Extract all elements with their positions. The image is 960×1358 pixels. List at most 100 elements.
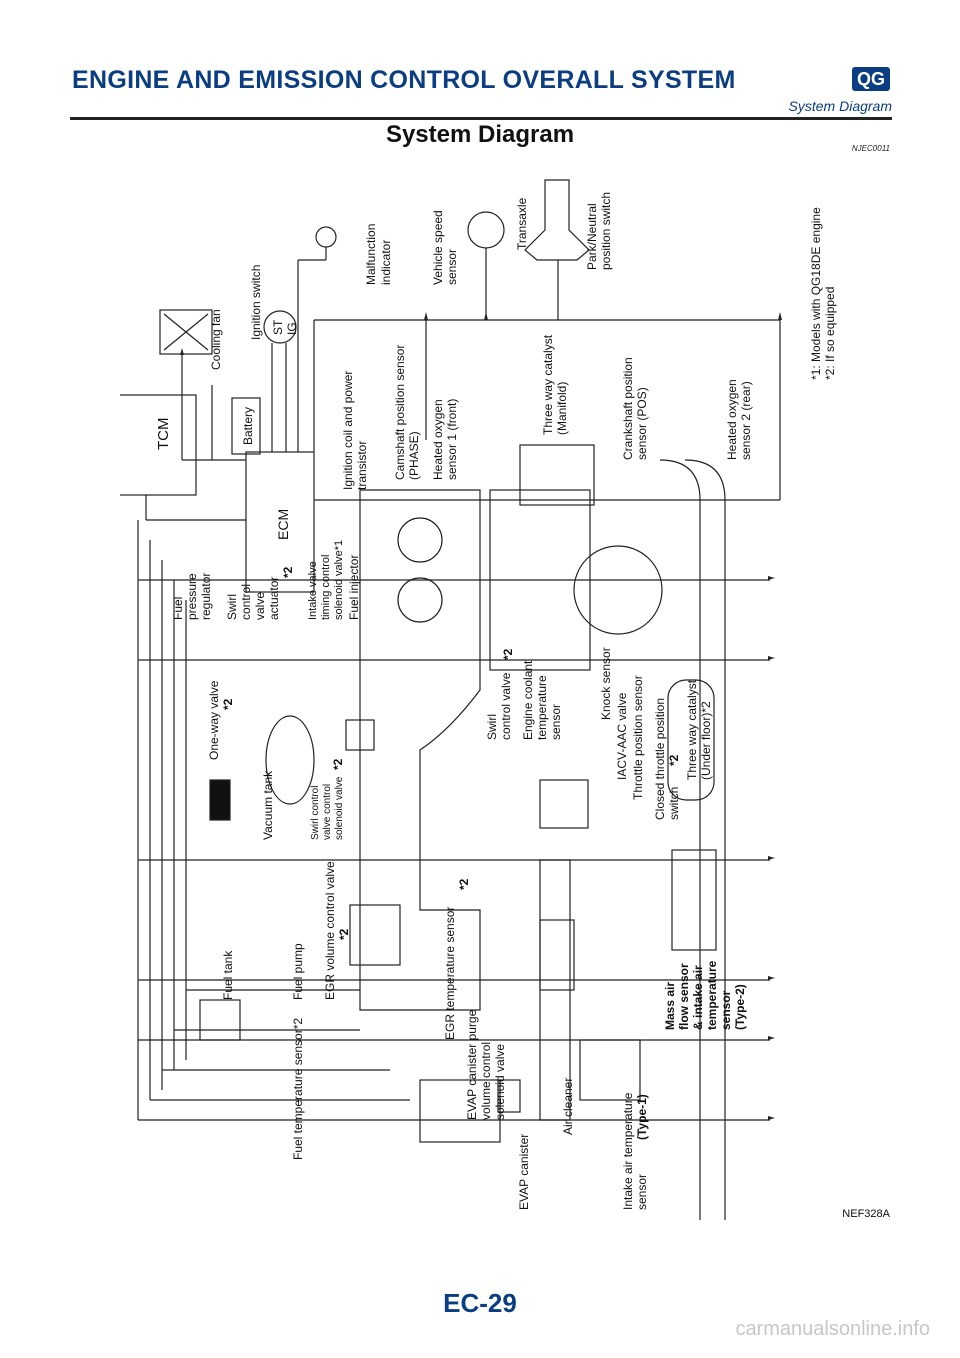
iacv-label: IACV-AAC valve (615, 692, 629, 780)
intake-air-temp-type: (Type-1) (635, 1094, 649, 1140)
one-way-valve-symbol (209, 779, 231, 821)
ig-label: IG (285, 322, 299, 335)
swirl-actuator-label-3: valve (253, 592, 267, 620)
fuel-pump-label: Fuel pump (291, 943, 305, 1000)
exhaust-pipe (659, 459, 701, 1260)
vehicle-speed-sensor-symbol (467, 211, 505, 249)
cooling-fan-label: Cooling fan (209, 309, 223, 370)
park-neutral-label-1: Park/Neutral (585, 203, 599, 270)
twc-underfloor-label-1: Three way catalyst (685, 679, 699, 780)
closed-throttle-label-2: switch (667, 787, 681, 820)
camshaft-label-2: (PHASE) (407, 431, 421, 480)
evap-purge-label-3: solenoid valve (493, 1044, 507, 1120)
camshaft-label-1: Camshaft position sensor (393, 345, 407, 480)
system-diagram-svg: TCM ECM Battery Cooling fan Ignition swi… (111, 179, 837, 1260)
twc-underfloor-label-2: (Under floor)*2 (699, 701, 713, 780)
ecm-box (245, 451, 315, 593)
swirl-solenoid-note: *2 (331, 758, 345, 770)
vacuum-tank-label: Vacuum tank (261, 770, 275, 840)
engine-code-badge: QG (852, 67, 890, 91)
swirl-solenoid-label-3: solenoid valve (334, 776, 345, 840)
evap-canister-label: EVAP canister (517, 1134, 531, 1210)
header-subtitle: System Diagram (788, 98, 892, 114)
tcm-label: TCM (155, 418, 172, 451)
ivt-label-2: timing control (320, 555, 332, 620)
crankshaft-pulley (573, 545, 663, 635)
st-label: ST (271, 319, 285, 335)
ivt-label-1: Intake valve (307, 561, 319, 620)
fuel-regulator-label-3: regulator (199, 573, 213, 620)
system-diagram: TCM ECM Battery Cooling fan Ignition swi… (111, 160, 900, 1260)
swirl-valve-label-1: Swirl (485, 714, 499, 740)
egr-temp-label: EGR temperature sensor (443, 907, 457, 1040)
maf-label-6: (Type-2) (733, 984, 747, 1030)
page-number: EC-29 (443, 1288, 517, 1318)
footnote-1: *1: Models with QG18DE engine (809, 207, 823, 380)
header-rule (70, 117, 892, 120)
knock-sensor-label: Knock sensor (599, 647, 613, 720)
twc-manifold-label-1: Three way catalyst (541, 334, 555, 435)
ignition-switch-symbol (263, 310, 297, 344)
swirl-solenoid-label-1: Swirl control (310, 786, 321, 840)
three-way-catalyst-underfloor (667, 679, 715, 801)
coolant-label-1: Engine coolant (521, 660, 535, 740)
malfunction-indicator-label-2: indicator (379, 240, 393, 285)
throttle-position-label: Throttle position sensor (631, 675, 645, 800)
evap-canister-box (419, 1079, 501, 1143)
swirl-actuator-label-5: *2 (281, 566, 295, 578)
vehicle-speed-label-2: sensor (445, 249, 459, 285)
malfunction-indicator-label-1: Malfunction (364, 224, 378, 285)
heated-o2-rear-label-1: Heated oxygen (725, 379, 739, 460)
twc-manifold-label-2: (Manifold) (555, 382, 569, 435)
ecm-label: ECM (275, 509, 291, 540)
ivt-label-3: solenoid valve*1 (333, 540, 345, 620)
iacv-aac-valve (539, 779, 589, 829)
battery-label: Battery (241, 407, 255, 445)
ignition-switch-label: Ignition switch (249, 265, 263, 340)
evap-purge-label-1: EVAP canister purge (465, 1009, 479, 1120)
three-way-catalyst-manifold (519, 444, 595, 506)
header-title: ENGINE AND EMISSION CONTROL OVERALL SYST… (72, 66, 736, 94)
park-neutral-label-2: position switch (599, 192, 613, 270)
cooling-fan-box (159, 309, 213, 355)
egr-valve-box (349, 904, 401, 966)
swirl-actuator-label-1: Swirl (225, 594, 239, 620)
fuel-regulator-label-1: Fuel (171, 597, 185, 620)
muffler (671, 849, 717, 951)
fuel-regulator-label-2: pressure (185, 573, 199, 620)
maf-label-1: Mass air (663, 982, 677, 1030)
one-way-valve-note: *2 (221, 698, 235, 710)
intake-air-temp-label-1: Intake air temperature (621, 1092, 635, 1210)
egr-volume-note: *2 (337, 928, 351, 940)
watermark: carmanualsonline.info (735, 1318, 930, 1340)
vacuum-tank-symbol (265, 715, 315, 805)
coolant-label-2: temperature (535, 675, 549, 740)
air-cleaner-label: Air cleaner (561, 1078, 575, 1135)
swirl-valve-note: *2 (501, 648, 515, 660)
air-cleaner-box (579, 1039, 641, 1101)
maf-label-5: sensor (719, 990, 733, 1030)
heated-o2-rear-label-2: sensor 2 (rear) (739, 381, 753, 460)
vehicle-speed-label-1: Vehicle speed (431, 210, 445, 285)
transaxle-label: Transaxle (515, 197, 529, 250)
ignition-coil-label-1: Ignition coil and power (341, 371, 355, 490)
crankshaft-label-2: sensor (POS) (635, 387, 649, 460)
egr-volume-label: EGR volume control valve (323, 861, 337, 1000)
camshaft-sprocket (397, 517, 443, 563)
malfunction-indicator-lamp (315, 226, 337, 248)
fuel-injector-label: Fuel injector (347, 555, 361, 620)
one-way-valve-label: One-way valve (207, 680, 221, 760)
closed-throttle-label-1: Closed throttle position (653, 698, 667, 820)
section-title: System Diagram (385, 121, 575, 148)
swirl-solenoid-label-2: valve control (322, 784, 333, 840)
footnote-2: *2: If so equipped (823, 287, 837, 380)
battery-box (231, 397, 261, 455)
transaxle-symbol (524, 179, 590, 261)
heated-o2-front-label-1: Heated oxygen (431, 399, 445, 480)
egr-temp-note: *2 (457, 878, 471, 890)
figure-code: NEF328A (842, 1208, 890, 1220)
intake-air-temp-label-2: sensor (635, 1174, 649, 1210)
fuel-pump-box (199, 999, 241, 1041)
closed-throttle-note: *2 (667, 754, 681, 766)
evap-purge-valve (497, 1079, 521, 1113)
